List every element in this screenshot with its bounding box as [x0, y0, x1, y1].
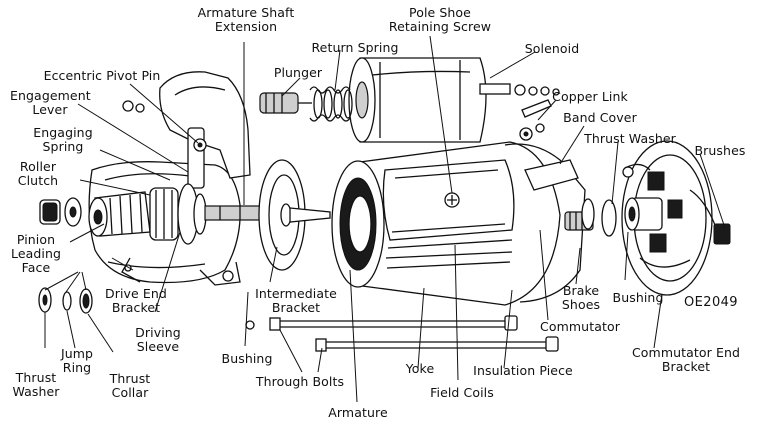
- label-bushing-right: Bushing: [612, 290, 664, 305]
- label-armature: Armature: [328, 405, 388, 420]
- label-copper-link: Copper Link: [552, 89, 628, 104]
- label-solenoid: Solenoid: [524, 41, 580, 56]
- label-commutator: Commutator: [540, 319, 620, 334]
- label-plunger: Plunger: [273, 65, 323, 80]
- label-eccentric-pivot-pin: Eccentric Pivot Pin: [43, 68, 161, 83]
- label-field-coils: Field Coils: [430, 385, 494, 400]
- intermediate-bracket-drawing: [245, 159, 306, 330]
- label-thrust-washer-right: Thrust Washer: [584, 131, 676, 146]
- label-band-cover: Band Cover: [563, 110, 637, 125]
- lever-housing-drawing: [159, 71, 251, 189]
- commutator-end-bracket-drawing: [601, 140, 731, 296]
- through-bolts-drawing: [269, 315, 559, 352]
- label-through-bolts: Through Bolts: [255, 374, 345, 389]
- label-insulation-piece: Insulation Piece: [473, 363, 573, 378]
- solenoid-drawing: [122, 57, 560, 143]
- label-figure-code: OE2049: [684, 295, 738, 310]
- label-yoke: Yoke: [405, 361, 435, 376]
- yoke-armature-drawing: [289, 141, 595, 306]
- leader-lines: [44, 35, 726, 403]
- label-bushing-bottom: Bushing: [221, 351, 273, 366]
- label-brushes: Brushes: [694, 143, 746, 158]
- thrust-washer-jump-ring-collar-drawing: [38, 287, 93, 314]
- label-return-spring: Return Spring: [311, 40, 399, 55]
